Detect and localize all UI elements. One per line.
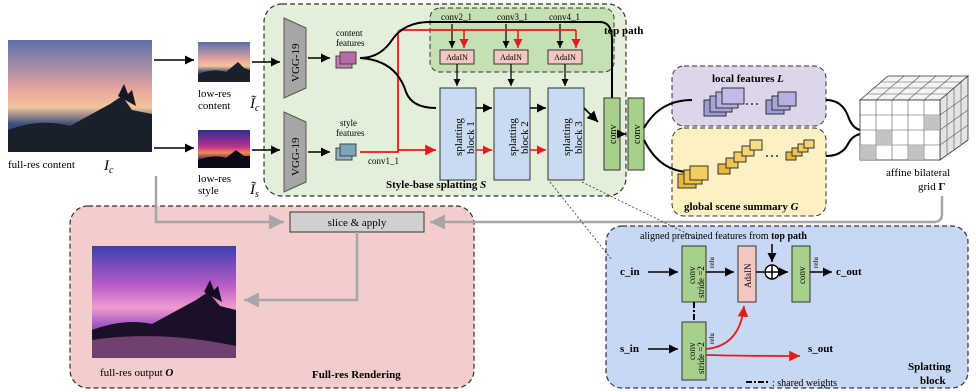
arrow-splat3-to-conv xyxy=(583,107,599,123)
full-res-output-image xyxy=(92,246,236,358)
path-global-to-grid xyxy=(825,133,861,157)
low-res-style-label-2: style xyxy=(198,185,219,197)
style-features-icon xyxy=(335,143,357,161)
gray-path-slice-to-output xyxy=(244,232,359,308)
adain-box-1: AdaIN xyxy=(439,49,475,65)
low-res-style-label-1: low-res xyxy=(198,173,231,185)
grid-label: grid Γ xyxy=(918,181,945,193)
splatting-block-1: splatting block 1 xyxy=(439,87,477,181)
conv-box-2: conv xyxy=(627,97,645,171)
black-content-to-splat xyxy=(359,57,437,109)
shared-weights-label: : shared weights xyxy=(772,378,837,389)
full-res-content-label: full-res content xyxy=(8,159,75,171)
low-res-style-image xyxy=(198,130,250,168)
local-features-stack-2 xyxy=(765,91,797,115)
global-summary-panel xyxy=(671,127,827,217)
s-in-label: s_in xyxy=(620,343,639,355)
svg-text:block 3: block 3 xyxy=(573,121,585,154)
global-scene-summary-label: global scene summary G xyxy=(684,201,799,213)
affine-bilateral-label: affine bilateral xyxy=(886,167,950,179)
svg-text:splatting: splatting xyxy=(561,118,573,156)
svg-text:slice & apply: slice & apply xyxy=(328,217,387,229)
low-res-content-label-1: low-res xyxy=(198,88,231,100)
svg-text:VGG-19: VGG-19 xyxy=(290,137,302,176)
relu-label-1: relu xyxy=(708,257,716,268)
detail-conv-stride-bottom: conv stride =2 xyxy=(681,321,707,381)
svg-text:stride =2: stride =2 xyxy=(696,342,706,374)
conv-box-1: conv xyxy=(603,97,621,171)
s-out-label: s_out xyxy=(808,343,833,355)
svg-text:conv: conv xyxy=(797,266,807,284)
conv1-1-label: conv1_1 xyxy=(368,156,399,166)
global-features-stack xyxy=(677,139,815,189)
splatting-block-title-2: block xyxy=(920,375,947,387)
full-res-output-label: full-res output O xyxy=(100,367,173,379)
svg-text:conv: conv xyxy=(632,125,643,144)
aligned-features-label: aligned pretrained features from top pat… xyxy=(640,231,807,242)
c-out-label: c_out xyxy=(836,266,862,278)
svg-text:conv: conv xyxy=(687,342,697,360)
full-res-rendering-label: Full-res Rendering xyxy=(312,369,401,381)
svg-text:block 1: block 1 xyxy=(465,121,477,154)
red-s-to-adain xyxy=(705,305,749,350)
svg-text:conv: conv xyxy=(608,125,619,144)
c-in-label: c_in xyxy=(620,266,640,278)
black-content-path-top xyxy=(359,21,613,98)
svg-text:AdaIN: AdaIN xyxy=(446,53,468,62)
conv2-1-label: conv2_1 xyxy=(441,12,472,22)
full-res-content-image xyxy=(8,40,152,152)
plus-circle-icon xyxy=(764,264,780,280)
svg-text:splatting: splatting xyxy=(453,118,465,156)
dotted-zoom-line-2 xyxy=(549,181,613,261)
content-features-label-1: content xyxy=(336,28,363,38)
top-path-label: top path xyxy=(604,25,643,37)
conv4-1-label: conv4_1 xyxy=(549,12,580,22)
red-s-out xyxy=(705,350,801,362)
red-style-to-splat1 xyxy=(360,144,436,156)
vgg-top-encoder: VGG-19 xyxy=(283,17,307,99)
svg-text:block 2: block 2 xyxy=(519,121,531,154)
svg-text:VGG-19: VGG-19 xyxy=(290,43,302,82)
conv3-1-label: conv3_1 xyxy=(497,12,528,22)
adain-box-2: AdaIN xyxy=(493,49,529,65)
relu-label-3: relu xyxy=(812,257,820,268)
detail-conv-stride-top: conv stride =2 xyxy=(681,245,707,303)
low-res-content-label-2: content xyxy=(198,100,230,112)
svg-text:splatting: splatting xyxy=(507,118,519,156)
math-Ic: Ic xyxy=(103,158,114,176)
affine-bilateral-grid-highlight xyxy=(860,115,940,160)
svg-text:AdaIN: AdaIN xyxy=(500,53,522,62)
svg-text:AdaIN: AdaIN xyxy=(743,263,753,288)
svg-text:conv: conv xyxy=(687,266,697,284)
content-features-icon xyxy=(335,51,357,69)
svg-text:AdaIN: AdaIN xyxy=(554,53,576,62)
style-base-splatting-label: Style-base splatting S xyxy=(386,179,486,191)
low-res-content-image xyxy=(198,42,250,82)
gray-path-grid-to-slice xyxy=(430,196,944,230)
local-features-label: local features L xyxy=(712,73,784,85)
math-tilde-Ic: Ĩc xyxy=(249,95,260,114)
path-local-to-grid xyxy=(825,99,861,131)
adain-box-3: AdaIN xyxy=(547,49,583,65)
local-features-stack-1 xyxy=(703,87,745,117)
math-tilde-Is: Ĩs xyxy=(249,181,259,200)
relu-label-2: relu xyxy=(708,333,716,344)
gray-path-content-to-slice xyxy=(154,176,284,230)
dotted-zoom-line-1 xyxy=(581,181,701,241)
style-features-label-1: style xyxy=(340,118,357,128)
slice-apply-box: slice & apply xyxy=(289,211,425,233)
style-features-label-2: features xyxy=(336,128,365,138)
vgg-bottom-encoder: VGG-19 xyxy=(283,111,307,193)
detail-adain-box: AdaIN xyxy=(737,245,757,303)
splatting-block-2: splatting block 2 xyxy=(493,87,531,181)
splatting-block-title-1: Splatting xyxy=(908,361,951,373)
path-conv-to-local xyxy=(643,99,693,129)
splatting-block-3: splatting block 3 xyxy=(547,87,585,181)
content-features-label-2: features xyxy=(336,38,365,48)
svg-text:stride =2: stride =2 xyxy=(696,266,706,298)
detail-conv-final: conv xyxy=(791,245,811,303)
